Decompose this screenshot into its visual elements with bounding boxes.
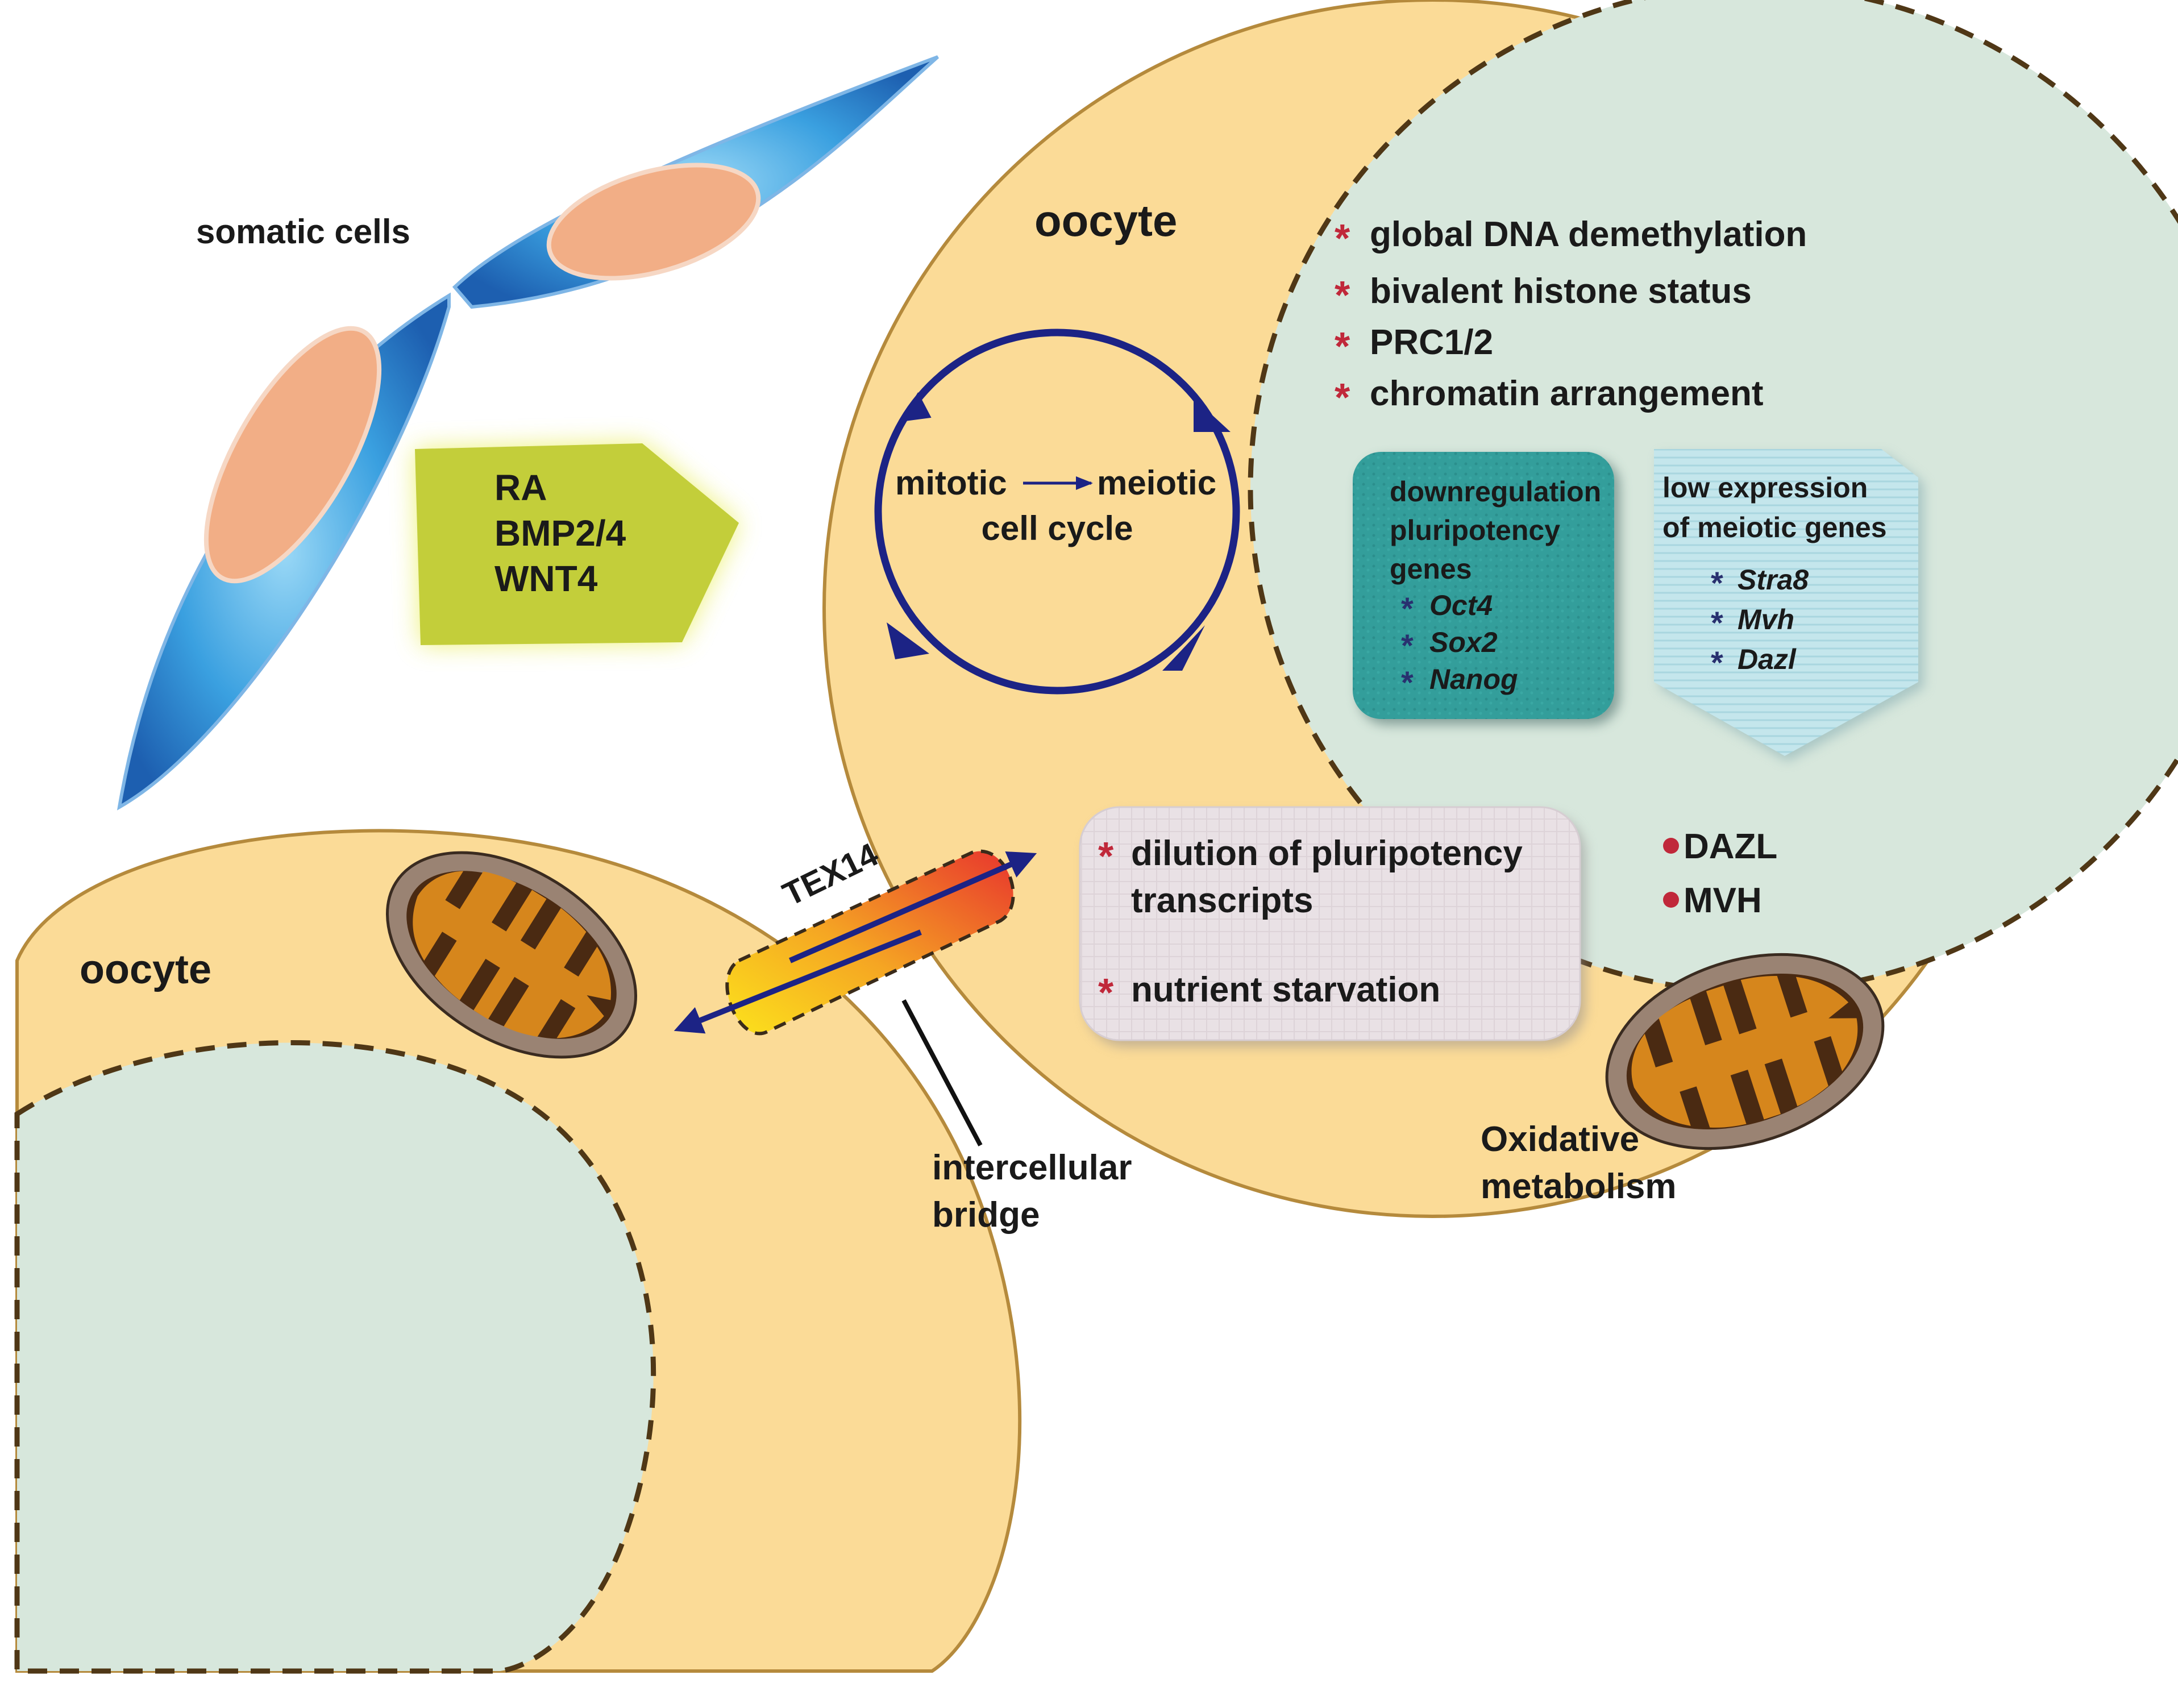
nucleus-item-list: * global DNA demethylation * bivalent hi… (1335, 215, 1807, 419)
pluripotency-gene: Sox2 (1429, 626, 1498, 658)
meiotic-box-text: low expression of meiotic genes * Stra8 … (1662, 472, 1887, 680)
cytoplasm-box (1079, 806, 1581, 1041)
cycle-arrowhead-bottom-right (1162, 625, 1205, 671)
bridge-arrow-to-left-oocyte (674, 929, 922, 1034)
bridge-pointer-line (901, 999, 983, 1146)
nucleus-item-star: * (1335, 216, 1350, 260)
mitochondrion-left (385, 851, 638, 1059)
cycle-arrowhead-bottom-left (887, 622, 929, 659)
nucleus-item: chromatin arrangement (1370, 374, 1764, 413)
protein-bullet (1663, 838, 1679, 854)
gene-star: * (1401, 664, 1414, 700)
gene-star: * (1711, 645, 1723, 680)
signal-list: RA BMP2/4 WNT4 (494, 467, 626, 599)
somatic-cells-label: somatic cells (196, 213, 410, 251)
protein-bullet (1663, 892, 1679, 908)
gene-star: * (1711, 605, 1723, 641)
cycle-arrowhead-top-right (1194, 398, 1231, 432)
cyto-item-star: * (1098, 834, 1114, 878)
left-oocyte-label: oocyte (80, 947, 211, 992)
left-oocyte (14, 829, 1022, 1674)
gene-star: * (1401, 627, 1414, 663)
somatic-cells (117, 55, 939, 811)
pluripotency-gene: Nanog (1429, 663, 1518, 695)
right-oocyte-label: oocyte (1034, 196, 1177, 246)
protein-item: MVH (1684, 881, 1762, 920)
pluripotency-box-text: downregulation pluripotency genes * Oct4… (1390, 476, 1601, 700)
bridge-label-line: bridge (932, 1195, 1040, 1235)
somatic-cell-lower-nucleus (203, 326, 382, 584)
cell-cycle-from: mitotic (895, 464, 1007, 502)
gene-star: * (1401, 591, 1414, 626)
cell-cycle-caption: cell cycle (982, 509, 1133, 547)
pluripotency-title-line: pluripotency (1390, 514, 1560, 546)
left-oocyte-nucleus (14, 1040, 656, 1674)
cell-cycle-to: meiotic (1097, 464, 1216, 502)
protein-list: DAZL MVH (1663, 827, 1777, 920)
cyto-item-line: dilution of pluripotency (1131, 834, 1523, 873)
mitochondrion-right (1605, 953, 1885, 1150)
pluripotency-gene: Oct4 (1429, 589, 1493, 621)
signal-item: BMP2/4 (494, 513, 626, 554)
meiotic-box (1654, 449, 1918, 756)
meiotic-title-line: of meiotic genes (1662, 512, 1887, 543)
nucleus-item: bivalent histone status (1370, 272, 1752, 311)
cytoplasm-box-text: * dilution of pluripotency transcripts *… (1098, 834, 1523, 1015)
signal-box (415, 443, 739, 645)
cell-cycle-ring (874, 329, 1240, 695)
pluripotency-title-line: downregulation (1390, 476, 1601, 508)
intercellular-bridge (674, 849, 1037, 1146)
nucleus-item-star: * (1335, 273, 1350, 317)
somatic-cell-upper-nucleus (546, 163, 761, 281)
pluripotency-title-line: genes (1390, 553, 1472, 585)
nucleus-item-star: * (1335, 375, 1350, 419)
meiotic-gene: Dazl (1738, 643, 1797, 675)
oxidative-label-line: Oxidative (1481, 1120, 1639, 1159)
cycle-arrowhead-top-left (900, 392, 932, 422)
nucleus-item-star: * (1335, 324, 1350, 368)
nucleus-item: PRC1/2 (1370, 323, 1493, 362)
nucleus-item: global DNA demethylation (1370, 215, 1807, 254)
cyto-item-line: transcripts (1131, 881, 1313, 920)
bridge-label-line: intercellular (932, 1148, 1132, 1187)
pluripotency-box (1353, 452, 1614, 719)
cyto-item-star: * (1098, 970, 1114, 1015)
protein-item: DAZL (1684, 827, 1777, 866)
gene-star: * (1711, 565, 1723, 601)
bridge-arrow-to-right-oocyte (789, 851, 1037, 963)
signal-item: WNT4 (494, 558, 598, 599)
cyto-item-line: nutrient starvation (1131, 970, 1440, 1009)
cell-cycle-diagram (874, 329, 1240, 695)
meiotic-title-line: low expression (1662, 472, 1868, 504)
signal-item: RA (494, 467, 547, 508)
meiotic-gene: Mvh (1738, 604, 1794, 635)
meiotic-gene: Stra8 (1738, 564, 1809, 596)
oxidative-label-line: metabolism (1481, 1167, 1677, 1206)
